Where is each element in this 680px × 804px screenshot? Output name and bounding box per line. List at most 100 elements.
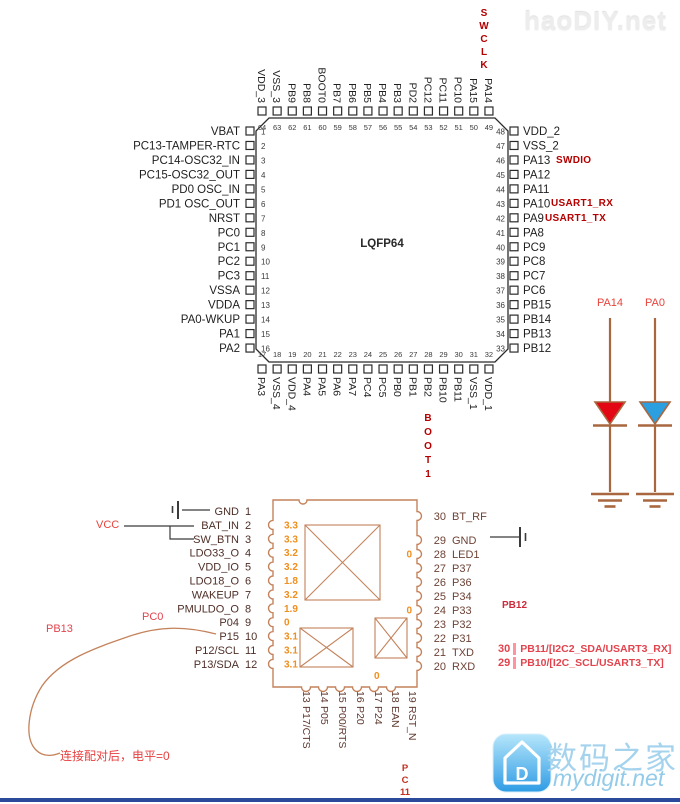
mcu-pin-number: 32 xyxy=(485,350,493,359)
module-pin-number: 9 xyxy=(245,617,251,629)
led-symbol xyxy=(638,401,672,426)
module-pin-voltage: 0 xyxy=(406,550,412,561)
mcu-pin-pad xyxy=(302,364,312,374)
mcu-pin-pad xyxy=(378,106,388,116)
module-pin-number: 21 xyxy=(434,647,446,659)
module-pin-number: 10 xyxy=(245,631,257,643)
mcu-pin-number: 51 xyxy=(455,123,463,132)
module-pin-number: 4 xyxy=(245,548,251,560)
mcu-pin-number: 35 xyxy=(496,316,505,325)
mcu-pin-number: 19 xyxy=(288,350,296,359)
mydigit-site-name: 数码之家 xyxy=(546,741,678,776)
mcu-pin-name: VDD_2 xyxy=(523,126,560,138)
mcu-pin-pad xyxy=(245,328,255,339)
mcu-pin-pad xyxy=(245,256,255,266)
module-pin-number: 2 xyxy=(245,520,251,532)
mcu-pin-name: PA8 xyxy=(523,227,544,239)
mcu-pin-pad xyxy=(454,106,464,116)
module-pin-voltage: 0 xyxy=(284,618,290,629)
mcu-pin-name: VDD_4 xyxy=(285,377,297,411)
mcu-pin-number: 46 xyxy=(496,156,505,165)
mcu-pin-number: 4 xyxy=(261,171,266,180)
mcu-pin-number: 2 xyxy=(261,142,266,151)
swclk-net-label: S W C L K xyxy=(479,8,489,71)
pb12-net-label: PB12 xyxy=(502,600,528,611)
mcu-pin-pad xyxy=(245,227,255,237)
mcu-pin-pad xyxy=(454,364,464,374)
mcu-pin-number: 6 xyxy=(261,200,266,209)
mcu-pin-pad xyxy=(333,106,343,116)
haodiy-watermark: haoDIY.net xyxy=(524,6,667,36)
pairing-note: 连接配对后，电平=0 xyxy=(60,749,170,763)
module-pin-name: P32 xyxy=(452,619,472,631)
mcu-pin-number: 31 xyxy=(470,350,478,359)
module-pin-name: P34 xyxy=(452,591,472,603)
mcu-pin-pad xyxy=(484,106,494,116)
mcu-pin-number: 59 xyxy=(333,123,341,132)
module-pin-name: P36 xyxy=(452,577,472,589)
mcu-pin-pad xyxy=(509,271,519,281)
module-pin-voltage: 3.3 xyxy=(284,534,298,545)
module-pin-number: 30 xyxy=(434,511,446,523)
led-symbol xyxy=(593,401,627,426)
module-outline xyxy=(267,499,423,693)
mcu-pin-number: 23 xyxy=(349,350,357,359)
pb13-net-label: PB13 xyxy=(46,623,73,635)
mcu-pin-number: 13 xyxy=(261,301,270,310)
mcu-pin-pad xyxy=(287,106,297,116)
mcu-pin-number: 8 xyxy=(261,229,266,238)
mcu-pin-name: PA13 xyxy=(523,155,550,167)
mcu-pin-pad xyxy=(393,364,403,374)
module-pin-name: P33 xyxy=(452,605,472,617)
mcu-pin-number: 12 xyxy=(261,287,270,296)
mcu-pin-pad xyxy=(509,300,519,310)
mcu-pin-pad xyxy=(348,106,358,116)
mcu-pin-number: 26 xyxy=(394,350,402,359)
module-pin-name: P04 xyxy=(219,617,239,629)
mcu-pin-number: 49 xyxy=(485,123,493,132)
mcu-pin-pad xyxy=(509,242,519,252)
module-pin-number: 27 xyxy=(434,563,446,575)
mcu-pin-number: 63 xyxy=(273,123,281,132)
mcu-pin-pad xyxy=(287,364,297,374)
mcu-pin-name: PB10 xyxy=(437,377,449,403)
module-pin-name: BAT_IN xyxy=(201,520,239,532)
mcu-pin-name: PC13-TAMPER-RTC xyxy=(133,140,240,152)
mcu-pin-pad xyxy=(245,213,255,223)
mcu-pin-pad xyxy=(509,314,519,324)
module-pin-number: 6 xyxy=(245,576,251,588)
mcu-pin-number: 36 xyxy=(496,301,505,310)
module-pin-voltage: 3.1 xyxy=(284,646,298,657)
gnd1-wire-and-ground-symbol xyxy=(171,501,210,519)
module-pin-number: 26 xyxy=(434,577,446,589)
mcu-pin-pad xyxy=(245,300,255,310)
mcu-pin-number: 14 xyxy=(261,316,270,325)
mcu-pin-name: NRST xyxy=(209,213,240,225)
pairing-net-wire xyxy=(28,627,217,757)
module-pin-name: EAN xyxy=(389,706,401,728)
mcu-pin-name: BOOT0 xyxy=(316,67,328,103)
mcu-pin-name: PC6 xyxy=(523,285,545,297)
pc11-net-label: P C 11 xyxy=(399,763,411,798)
mcu-pin-name: PC11 xyxy=(437,78,449,104)
module-pin-name: P15 xyxy=(219,631,239,643)
module-pin-number: 12 xyxy=(245,659,257,671)
mcu-pin-number: 42 xyxy=(496,214,505,223)
mcu-pin-pad xyxy=(509,198,519,208)
module-pin-number: 1 xyxy=(245,506,251,518)
led-circuit xyxy=(591,318,629,508)
mcu-pin-name: PC4 xyxy=(361,377,373,398)
mcu-pin-name: PC10 xyxy=(452,77,464,103)
pc0-net-label: PC0 xyxy=(142,611,164,623)
mcu-pin-name: PA7 xyxy=(346,377,358,396)
mcu-pin-name: VSS_1 xyxy=(467,377,479,410)
mcu-pin-number: 30 xyxy=(455,350,463,359)
mcu-pin-number: 38 xyxy=(496,272,505,281)
mcu-pin-pad xyxy=(509,328,519,339)
mcu-pin-name: PC9 xyxy=(523,242,545,254)
mcu-pin-number: 24 xyxy=(364,350,372,359)
txd-mapping-pin-number: 30 xyxy=(498,642,511,655)
mcu-pin-name: PC2 xyxy=(218,256,240,268)
